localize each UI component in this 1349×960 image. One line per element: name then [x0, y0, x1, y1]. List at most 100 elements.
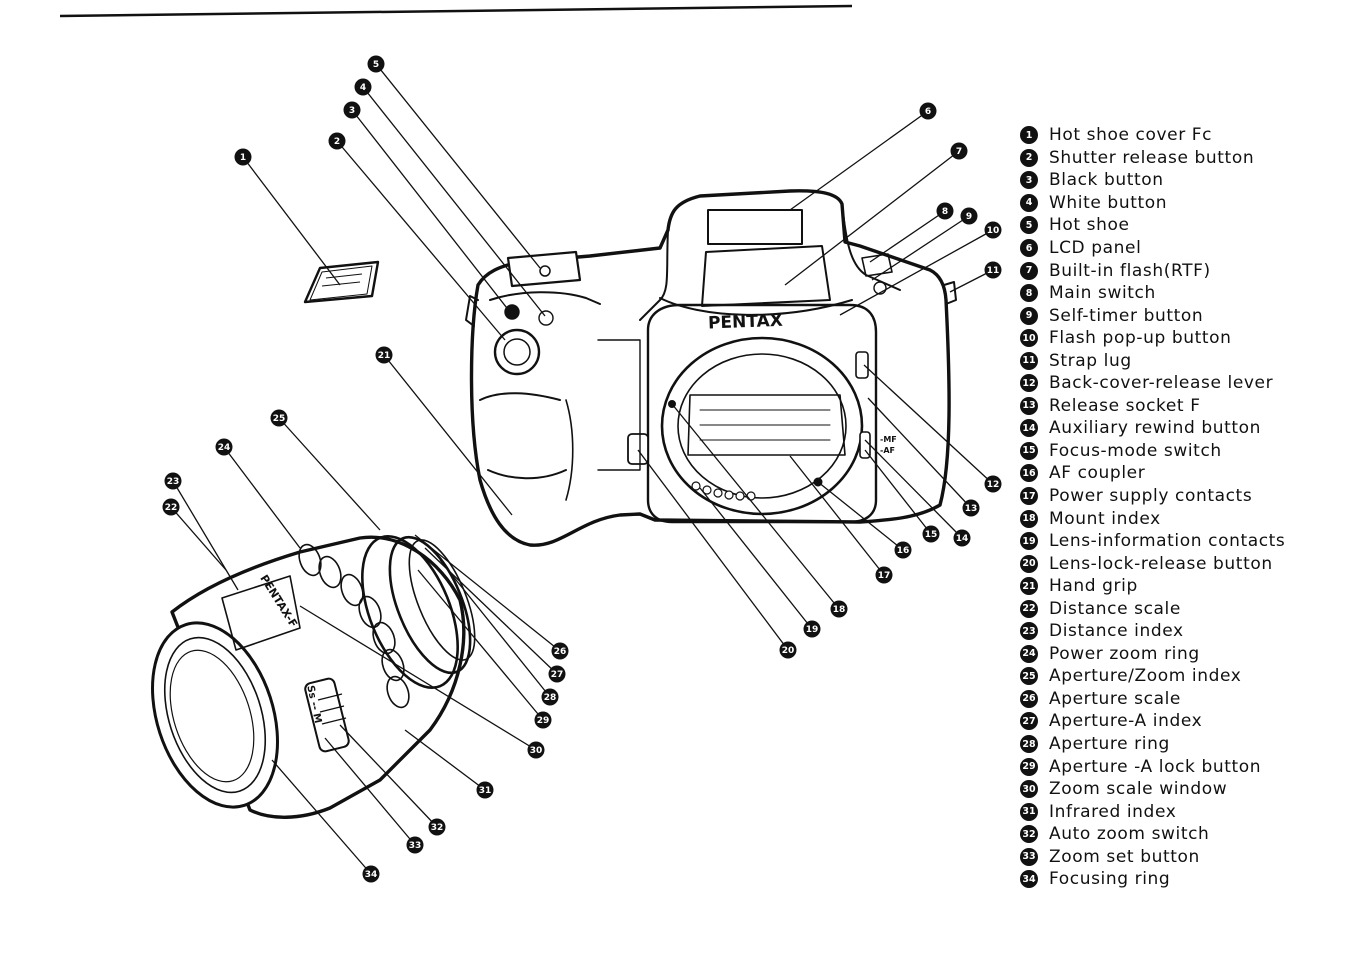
legend-number-2: 2 [1020, 148, 1038, 167]
callout-line-34 [271, 759, 372, 875]
callout-line-33 [324, 737, 416, 846]
legend-item-29: 29 Aperture -A lock button [1020, 755, 1340, 778]
callout-line-32 [339, 724, 438, 828]
callout-number-29: 29 [537, 716, 550, 726]
callout-number-3: 3 [349, 106, 355, 116]
callout-number-24: 24 [218, 443, 231, 453]
callout-number-33: 33 [409, 841, 422, 851]
callout-line-4 [362, 86, 546, 317]
legend-item-5: 5 Hot shoe [1020, 214, 1340, 237]
callout-marker-2 [328, 132, 346, 150]
callout-marker-25 [270, 409, 288, 427]
callout-line-1 [242, 156, 341, 286]
legend-number-14: 14 [1020, 419, 1038, 438]
legend-label-5: Hot shoe [1049, 215, 1130, 236]
legend-label-28: Aperture ring [1049, 734, 1170, 755]
callout-number-22: 22 [165, 503, 178, 513]
callout-line-6 [789, 110, 929, 211]
callout-marker-9 [960, 207, 978, 225]
legend-label-18: Mount index [1049, 508, 1161, 529]
legend-number-3: 3 [1020, 171, 1038, 190]
callout-line-2 [336, 140, 506, 341]
callout-number-17: 17 [878, 571, 891, 581]
camera-body-drawing [465, 189, 957, 547]
callout-number-34: 34 [365, 870, 378, 880]
callout-marker-31 [476, 781, 494, 799]
legend-label-27: Aperture-A index [1049, 711, 1203, 732]
callout-marker-29 [534, 711, 552, 729]
legend-number-11: 11 [1020, 351, 1038, 370]
callout-marker-21 [375, 346, 393, 364]
callout-marker-10 [984, 221, 1002, 239]
callout-line-8 [869, 210, 946, 263]
callout-marker-16 [894, 541, 912, 559]
callout-number-21: 21 [378, 351, 391, 361]
callout-line-26 [414, 534, 561, 652]
legend-label-11: Strap lug [1049, 350, 1132, 371]
legend-number-33: 33 [1020, 847, 1038, 866]
legend-label-2: Shutter release button [1049, 147, 1255, 168]
callout-line-15 [864, 449, 932, 535]
legend-label-10: Flash pop-up button [1049, 328, 1232, 349]
callout-number-27: 27 [551, 670, 564, 680]
legend-number-30: 30 [1020, 780, 1038, 799]
callout-marker-11 [984, 261, 1002, 279]
callout-marker-23 [164, 472, 182, 490]
callout-line-17 [789, 455, 885, 576]
legend-number-5: 5 [1020, 216, 1038, 235]
legend-number-26: 26 [1020, 689, 1038, 708]
callout-line-12 [863, 364, 994, 485]
legend-label-21: Hand grip [1049, 576, 1138, 597]
callout-marker-32 [428, 818, 446, 836]
legend-number-16: 16 [1020, 464, 1038, 483]
legend-label-6: LCD panel [1049, 238, 1142, 258]
legend-number-19: 19 [1020, 532, 1038, 551]
legend-number-1: 1 [1020, 126, 1038, 145]
callout-number-1: 1 [240, 153, 246, 163]
callout-line-20 [637, 449, 789, 651]
legend-number-10: 10 [1020, 329, 1038, 348]
legend-label-33: Zoom set button [1049, 846, 1200, 867]
callout-marker-24 [215, 438, 233, 456]
legend-label-7: Built-in flash(RTF) [1049, 260, 1211, 281]
legend-item-1: 1 Hot shoe cover Fc [1020, 124, 1340, 147]
legend-label-30: Zoom scale window [1049, 779, 1228, 800]
callout-marker-7 [950, 142, 968, 160]
legend-number-32: 32 [1020, 825, 1038, 844]
callout-marker-8 [936, 202, 954, 220]
legend-label-29: Aperture -A lock button [1049, 756, 1262, 777]
top-rule [59, 4, 853, 18]
legend-label-16: AF coupler [1049, 463, 1146, 484]
legend-label-32: Auto zoom switch [1049, 824, 1210, 845]
callout-line-3 [351, 109, 511, 313]
callout-marker-26 [551, 642, 569, 660]
callout-number-4: 4 [360, 83, 366, 93]
callout-marker-28 [541, 688, 559, 706]
legend-label-8: Main switch [1049, 283, 1156, 304]
legend-number-25: 25 [1020, 667, 1038, 686]
callout-marker-6 [919, 102, 937, 120]
legend-label-1: Hot shoe cover Fc [1049, 125, 1213, 146]
camera-brand-text: PENTAX [708, 311, 783, 334]
legend-item-32: 32 Auto zoom switch [1020, 823, 1340, 846]
callout-number-19: 19 [806, 625, 819, 635]
legend-label-17: Power supply contacts [1049, 486, 1253, 507]
callout-marker-19 [803, 620, 821, 638]
legend-number-23: 23 [1020, 622, 1038, 641]
callout-marker-17 [875, 566, 893, 584]
legend-number-20: 20 [1020, 554, 1038, 573]
legend-label-23: Distance index [1049, 621, 1184, 642]
legend-item-2: 2 Shutter release button [1020, 147, 1340, 170]
legend-number-29: 29 [1020, 757, 1038, 776]
callout-number-11: 11 [987, 266, 1000, 276]
